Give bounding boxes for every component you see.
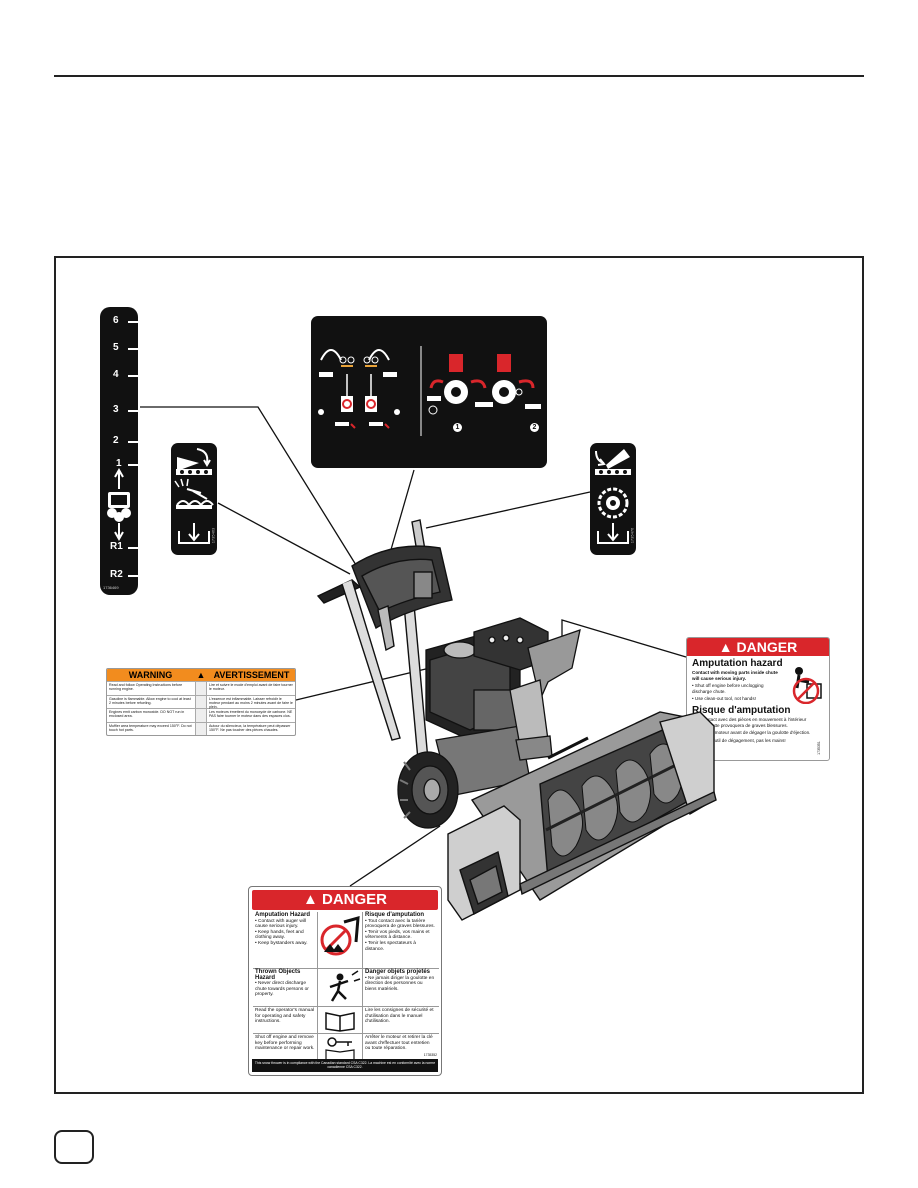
- top-rule: [54, 75, 864, 77]
- hazard-bullet: • Use clean-out tool, not hands!: [692, 696, 756, 702]
- speed-selector-decal: 6 5 4 3 2 1 R1 R2 1736469: [100, 307, 138, 595]
- hazard-body-en: Contact with moving parts inside chute w…: [692, 670, 778, 681]
- speed-label-5: 5: [113, 342, 119, 353]
- hazard-title-fr: Risque d'amputation: [692, 704, 791, 716]
- warning-text-en: Read and follow Operating Instructions b…: [109, 683, 183, 692]
- no-hands-in-chute-icon: [792, 667, 822, 704]
- warning-text-fr: Les moteurs émettent du monoxyde de carb…: [209, 710, 293, 719]
- manual-icon: [195, 682, 207, 695]
- warning-row: Muffler area temperature may exceed 150°…: [107, 721, 295, 735]
- hazard-body-fr: Tout contact avec des pièces en mouvemen…: [692, 716, 807, 728]
- speed-label-3: 3: [113, 404, 119, 415]
- warning-row: Gasoline is flammable. Allow engine to c…: [107, 694, 295, 709]
- drive-icon: [107, 467, 131, 542]
- speed-label-6: 6: [113, 315, 119, 326]
- step-2-marker: 2: [530, 423, 539, 432]
- speed-tick: [128, 410, 138, 412]
- compliance-footer: This snow thrower is in compliance with …: [252, 1059, 438, 1072]
- danger-text-en: Thrown Objects Hazard • Never direct dis…: [255, 969, 309, 998]
- engagement-control-decal: 1 2: [311, 316, 547, 468]
- operator-manual-icon: [317, 1007, 363, 1033]
- step-1-marker: 1: [453, 423, 462, 432]
- warning-triangle-icon: ▲: [718, 639, 737, 655]
- danger-header: DANGER: [322, 891, 388, 908]
- speed-tick: [128, 441, 138, 443]
- warning-triangle-icon: ▲: [196, 670, 206, 680]
- warning-text-fr: L'essence est inflammable. Laisser refro…: [209, 696, 293, 709]
- danger-text-fr: Danger objets projetés • Ne jamais dirig…: [365, 969, 435, 992]
- danger-row: Thrown Objects Hazard • Never direct dis…: [253, 969, 439, 1007]
- warning-row: Engines emit carbon monoxide. DO NOT run…: [107, 708, 295, 722]
- part-number: 1735351: [817, 741, 822, 755]
- part-number: 1736469: [103, 585, 119, 590]
- speed-label-4: 4: [113, 369, 119, 380]
- speed-tick: [128, 375, 138, 377]
- speed-tick: [128, 575, 138, 577]
- warning-text-en: Engines emit carbon monoxide. DO NOT run…: [109, 710, 185, 719]
- hazard-bullet: • Arrêter le moteur avant de dégager la …: [692, 730, 811, 736]
- danger-row: Read the operator's manual for operating…: [253, 1007, 439, 1034]
- part-number: 1735463: [210, 527, 216, 544]
- decal-figure-frame: [54, 256, 864, 1094]
- danger-text-fr: Arrêter le moteur et retirer la clé avan…: [365, 1035, 433, 1052]
- speed-tick: [128, 464, 138, 466]
- danger-header: DANGER: [736, 639, 798, 655]
- speed-tick: [128, 321, 138, 323]
- danger-text-en: Shut off engine and remove key before pe…: [255, 1035, 315, 1052]
- speed-tick: [128, 547, 138, 549]
- chute-control-decal-right: 1735476: [590, 443, 636, 555]
- hazard-bullet: • Utiliser l'outil de dégagement, pas le…: [692, 737, 786, 743]
- hazard-bullet: • Shut off engine before unclogging disc…: [692, 683, 764, 694]
- danger-text-en: Read the operator's manual for operating…: [255, 1008, 315, 1025]
- chute-rotation-icon: [595, 449, 631, 544]
- part-number: 1735476: [629, 527, 635, 544]
- warning-text-en: Gasoline is flammable. Allow engine to c…: [109, 696, 191, 705]
- speed-label-1: 1: [116, 458, 122, 469]
- warning-triangle-icon: ▲: [302, 891, 322, 908]
- danger-row: Amputation Hazard • Contact with auger w…: [253, 912, 439, 969]
- speed-tick: [128, 348, 138, 350]
- control-handle-icons: [318, 346, 541, 436]
- danger-decal-auger: ▲ DANGER Amputation Hazard • Contact wit…: [248, 886, 442, 1076]
- speed-label-2: 2: [113, 435, 119, 446]
- warning-row: Read and follow Operating Instructions b…: [107, 681, 295, 695]
- fumes-icon: [195, 709, 207, 722]
- part-number: 1735352: [423, 1053, 437, 1057]
- warning-title-fr: AVERTISSEMENT: [213, 670, 290, 680]
- page-number-tab: [54, 1130, 94, 1164]
- hot-surface-icon: [195, 722, 207, 735]
- warning-text-fr: Autour du silencieux, la température peu…: [209, 723, 291, 732]
- danger-text-fr: Lire les consignes de sécurité et d'util…: [365, 1008, 434, 1025]
- danger-text-en: Amputation Hazard • Contact with auger w…: [255, 912, 311, 946]
- warning-text-en: Muffler area temperature may exceed 150°…: [109, 723, 192, 732]
- warning-decal: WARNING ▲ AVERTISSEMENT Read and follow …: [106, 668, 296, 736]
- warning-text-fr: Lire et suivre le mode d'emploi avant de…: [209, 683, 293, 692]
- fire-icon: [195, 695, 207, 708]
- speed-label-r2: R2: [110, 569, 123, 580]
- hazard-title-en: Amputation hazard: [692, 658, 783, 669]
- danger-decal-chute: ▲ DANGER Amputation hazard Contact with …: [686, 637, 830, 761]
- thrown-objects-icon: [317, 969, 363, 1006]
- warning-title: WARNING: [128, 670, 173, 680]
- danger-text-fr: Risque d'amputation • Tout contact avec …: [365, 912, 435, 952]
- chute-control-decal-left: 1735463: [171, 443, 217, 555]
- auger-hand-icon: [317, 912, 363, 968]
- speed-label-r1: R1: [110, 541, 123, 552]
